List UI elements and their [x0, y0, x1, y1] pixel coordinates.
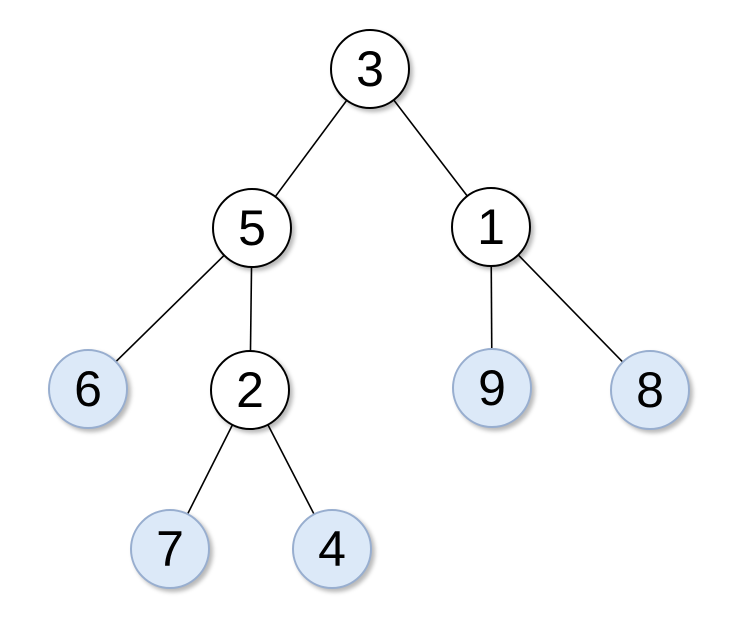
- tree-node-label: 2: [236, 362, 264, 418]
- tree-node-label: 7: [156, 521, 184, 577]
- tree-node-label: 9: [478, 360, 506, 416]
- tree-node-label: 1: [477, 199, 505, 255]
- tree-node-7: 7: [130, 509, 210, 589]
- tree-node-3: 3: [330, 29, 410, 109]
- tree-node-label: 5: [238, 200, 266, 256]
- tree-node-8: 8: [610, 350, 690, 430]
- tree-node-6: 6: [48, 349, 128, 429]
- tree-node-label: 8: [636, 362, 664, 418]
- tree-node-label: 6: [74, 361, 102, 417]
- tree-node-4: 4: [292, 509, 372, 589]
- tree-node-label: 4: [318, 521, 346, 577]
- tree-node-5: 5: [212, 188, 292, 268]
- tree-node-2: 2: [210, 350, 290, 430]
- tree-node-9: 9: [452, 348, 532, 428]
- tree-node-1: 1: [451, 187, 531, 267]
- tree-node-label: 3: [356, 41, 384, 97]
